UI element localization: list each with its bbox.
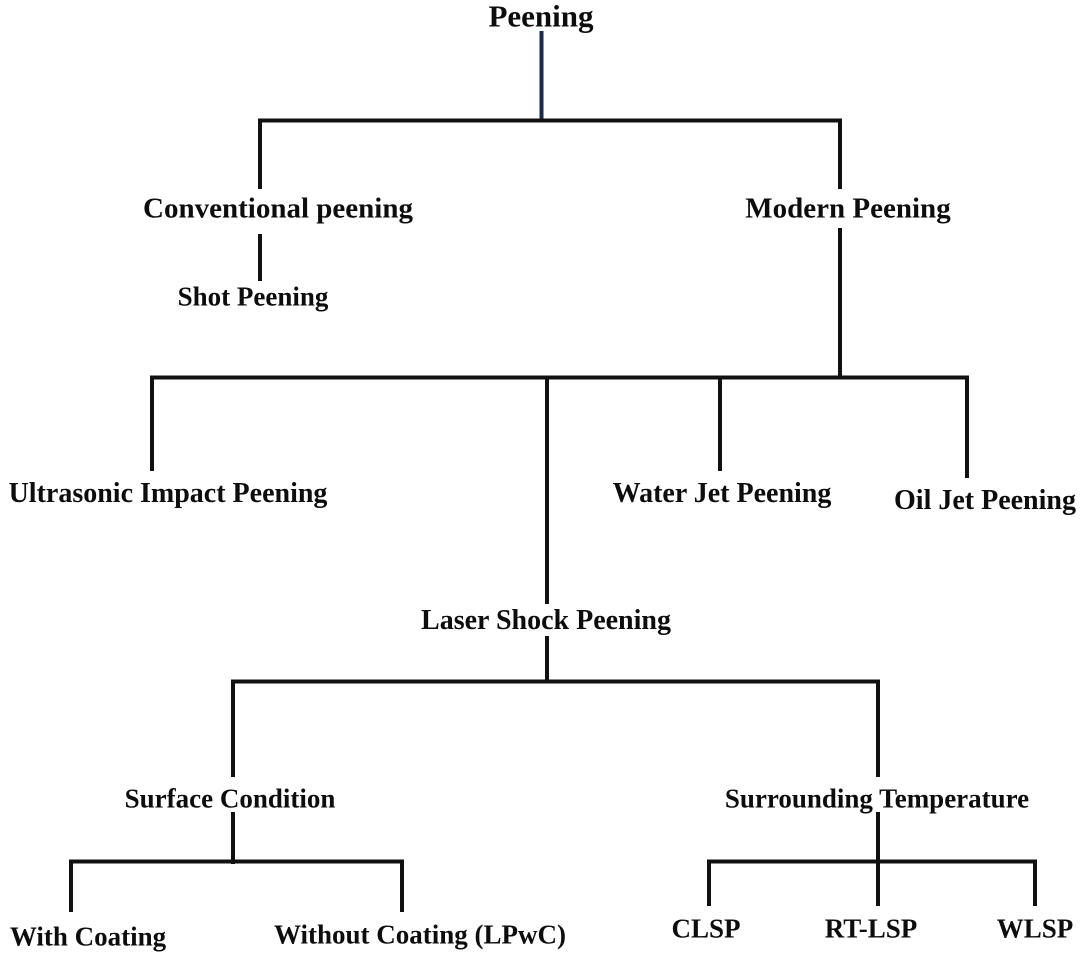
node-shot-peening: Shot Peening	[177, 281, 329, 312]
node-with-coating: With Coating	[9, 921, 167, 952]
node-oil-jet-peening: Oil Jet Peening	[894, 485, 1076, 516]
node-water-jet-peening: Water Jet Peening	[612, 478, 832, 509]
node-laser-shock-peening: Laser Shock Peening	[421, 605, 671, 636]
node-modern-peening: Modern Peening	[745, 192, 951, 225]
node-surface-condition: Surface Condition	[124, 783, 336, 814]
node-clsp: CLSP	[671, 913, 741, 944]
node-ultrasonic-impact-peening: Ultrasonic Impact Peening	[8, 478, 328, 509]
node-without-coating: Without Coating (LPwC)	[273, 919, 567, 950]
node-wlsp: WLSP	[996, 913, 1074, 944]
node-conventional-peening: Conventional peening	[143, 192, 413, 225]
node-surrounding-temperature: Surrounding Temperature	[724, 783, 1030, 814]
node-rt-lsp: RT-LSP	[824, 913, 918, 944]
node-peening: Peening	[488, 0, 594, 34]
